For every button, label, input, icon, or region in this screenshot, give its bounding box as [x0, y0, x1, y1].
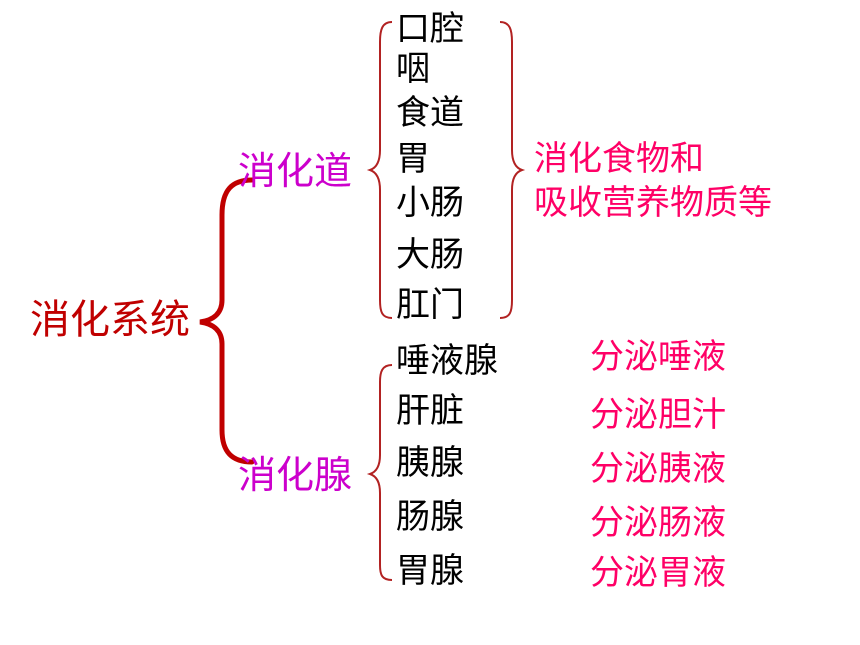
gland-item: 胃腺	[396, 551, 464, 591]
organ-item: 小肠	[396, 183, 464, 223]
gland-function: 分泌胆汁	[590, 395, 726, 435]
gland-item: 肠腺	[396, 497, 464, 537]
organ-item: 胃	[396, 139, 430, 179]
tract-function-brace	[499, 21, 526, 319]
tract-organ-brace	[366, 21, 393, 319]
gland-function: 分泌肠液	[590, 503, 726, 543]
gland-item: 胰腺	[396, 443, 464, 483]
gland-function: 分泌胃液	[590, 553, 726, 593]
organ-item: 食道	[396, 93, 464, 133]
gland-label: 消化腺	[238, 453, 353, 497]
organ-item: 咽	[396, 49, 430, 89]
gland-function: 分泌唾液	[590, 337, 726, 377]
organ-item: 大肠	[396, 235, 464, 275]
root-label: 消化系统	[30, 297, 190, 343]
gland-function: 分泌胰液	[590, 449, 726, 489]
main-brace	[199, 177, 255, 465]
organ-item: 肛门	[396, 285, 464, 325]
tract-function-line: 消化食物和	[534, 139, 704, 179]
tract-label: 消化道	[238, 149, 353, 193]
tract-function-line: 吸收营养物质等	[534, 183, 772, 223]
gland-item: 肝脏	[396, 391, 464, 431]
organ-item: 口腔	[396, 9, 464, 49]
gland-item: 唾液腺	[396, 341, 498, 381]
gland-brace	[366, 364, 393, 581]
